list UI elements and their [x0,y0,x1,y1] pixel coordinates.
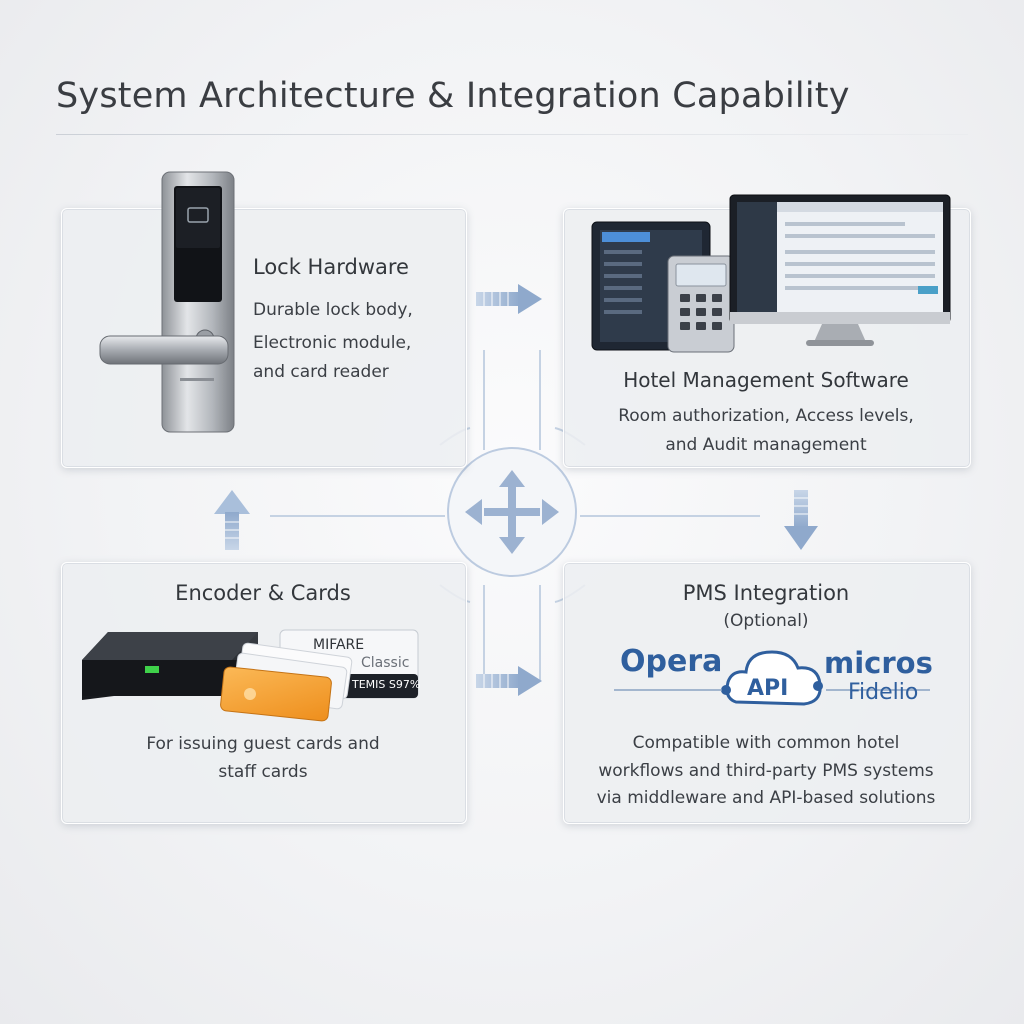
api-cloud-icon [721,650,823,706]
hotel-software-line-1: Room authorization, Access levels, [618,406,914,426]
page-title: System Architecture & Integration Capabi… [56,76,850,116]
pms-heading: PMS Integration [682,581,850,605]
mifare-card-type: Classic [361,655,410,671]
door-lock-icon [99,171,235,433]
arrow-right-icon [476,666,542,696]
arrow-up-icon [214,490,250,550]
pms-line-2: workflows and third-party PMS systems [598,761,934,781]
encoder-cards-line-2: staff cards [218,762,308,782]
pms-subheading: (Optional) [723,611,809,631]
mifare-card-model: TEMIS S97% [352,678,421,691]
mifare-card-brand: MIFARE [313,637,365,653]
hotel-software-line-2: and Audit management [665,435,867,455]
api-logo-text: API [747,676,789,701]
lock-hardware-line-2: Electronic module, [253,333,412,353]
hub-icon [447,447,577,577]
encoder-cards-heading: Encoder & Cards [175,581,351,605]
card-encoder-icon [82,632,258,700]
hotel-software-heading: Hotel Management Software [623,368,909,392]
pms-line-3: via middleware and API-based solutions [596,788,936,808]
encoder-cards-line-1: For issuing guest cards and [146,734,380,754]
micros-logo: micros [824,646,933,680]
fidelio-logo: Fidelio [848,680,919,705]
opera-logo: Opera [620,644,723,679]
guest-cards-icon [220,642,353,722]
title-divider [56,134,968,135]
monitor-icon [729,194,951,346]
lock-hardware-line-3: and card reader [253,362,389,382]
arrow-right-icon [476,284,542,314]
arrow-down-icon [784,490,818,550]
lock-hardware-heading: Lock Hardware [253,255,409,279]
lock-hardware-line-1: Durable lock body, [253,300,413,320]
card-terminal-icon [667,255,735,353]
pms-line-1: Compatible with common hotel [632,733,900,753]
